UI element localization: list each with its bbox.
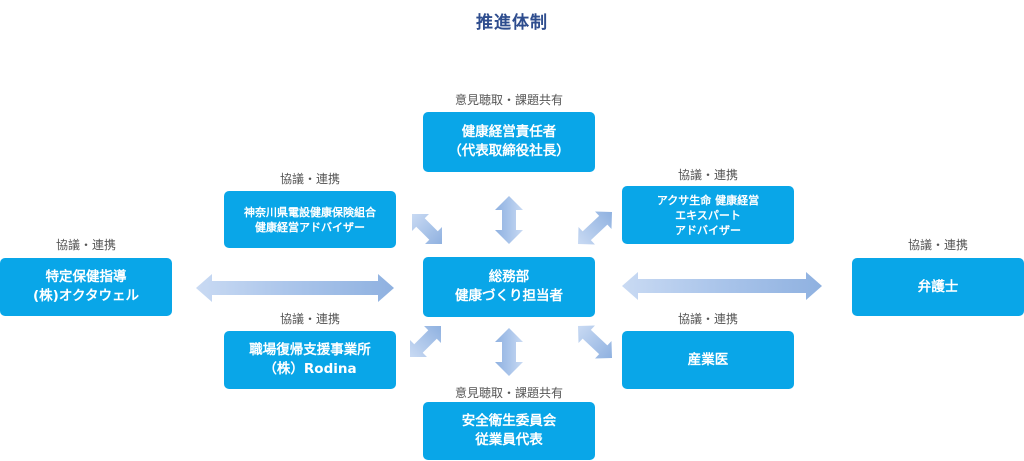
upper-left-caption: 協議・連携 <box>279 172 340 186</box>
center-line2: 健康づくり担当者 <box>455 288 563 304</box>
safety-committee-box: 安全衛生委員会 従業員代表 <box>423 402 595 460</box>
executive-box: 健康経営責任者 （代表取締役社長） <box>423 112 595 172</box>
health-guidance-line2: (株)オクタウェル <box>32 288 140 304</box>
insurance-advisor-line1: アクサ生命 健康経営 <box>656 193 760 207</box>
center-box: 総務部 健康づくり担当者 <box>423 257 595 317</box>
arrow-upper-left <box>412 214 442 244</box>
far-left-caption: 協議・連携 <box>55 238 116 252</box>
health-insurance-line2: 健康経営アドバイザー <box>255 220 365 234</box>
lawyer-box: 弁護士 <box>852 258 1024 316</box>
health-insurance-box: 神奈川県電設健康保険組合 健康経営アドバイザー <box>224 191 396 248</box>
health-guidance-box: 特定保健指導 (株)オクタウェル <box>0 258 172 316</box>
industrial-physician-line1: 産業医 <box>687 351 729 368</box>
center-line1: 総務部 <box>488 269 530 285</box>
safety-committee-line2: 従業員代表 <box>475 432 543 448</box>
industrial-physician-box: 産業医 <box>622 331 794 389</box>
safety-committee-line1: 安全衛生委員会 <box>461 413 557 429</box>
insurance-advisor-line3: アドバイザー <box>675 223 741 237</box>
arrow-far-right <box>622 272 822 300</box>
executive-line1: 健康経営責任者 <box>461 124 557 140</box>
return-to-work-line1: 職場復帰支援事業所 <box>249 342 371 358</box>
far-right-caption: 協議・連携 <box>907 238 968 252</box>
arrow-lower-left <box>410 325 442 357</box>
return-to-work-box: 職場復帰支援事業所 （株）Rodina <box>224 331 396 389</box>
health-insurance-line1: 神奈川県電設健康保険組合 <box>244 205 376 219</box>
bottom-caption: 意見聴取・課題共有 <box>454 386 563 400</box>
upper-right-caption: 協議・連携 <box>677 168 738 182</box>
arrow-upper-right <box>578 211 613 245</box>
return-to-work-line2: （株）Rodina <box>263 361 357 377</box>
executive-line2: （代表取締役社長） <box>448 143 570 159</box>
top-caption: 意見聴取・課題共有 <box>454 93 563 107</box>
lawyer-line1: 弁護士 <box>917 278 959 295</box>
diagram-title: 推進体制 <box>476 13 548 33</box>
arrow-far-left <box>196 274 394 302</box>
lower-right-caption: 協議・連携 <box>677 312 738 326</box>
insurance-advisor-box: アクサ生命 健康経営 エキスパート アドバイザー <box>622 186 794 244</box>
health-guidance-line1: 特定保健指導 <box>45 269 127 285</box>
insurance-advisor-line2: エキスパート <box>675 208 741 222</box>
arrow-bottom <box>495 328 523 376</box>
arrow-lower-right <box>578 325 613 359</box>
lower-left-caption: 協議・連携 <box>279 312 340 326</box>
arrow-top <box>495 196 523 244</box>
